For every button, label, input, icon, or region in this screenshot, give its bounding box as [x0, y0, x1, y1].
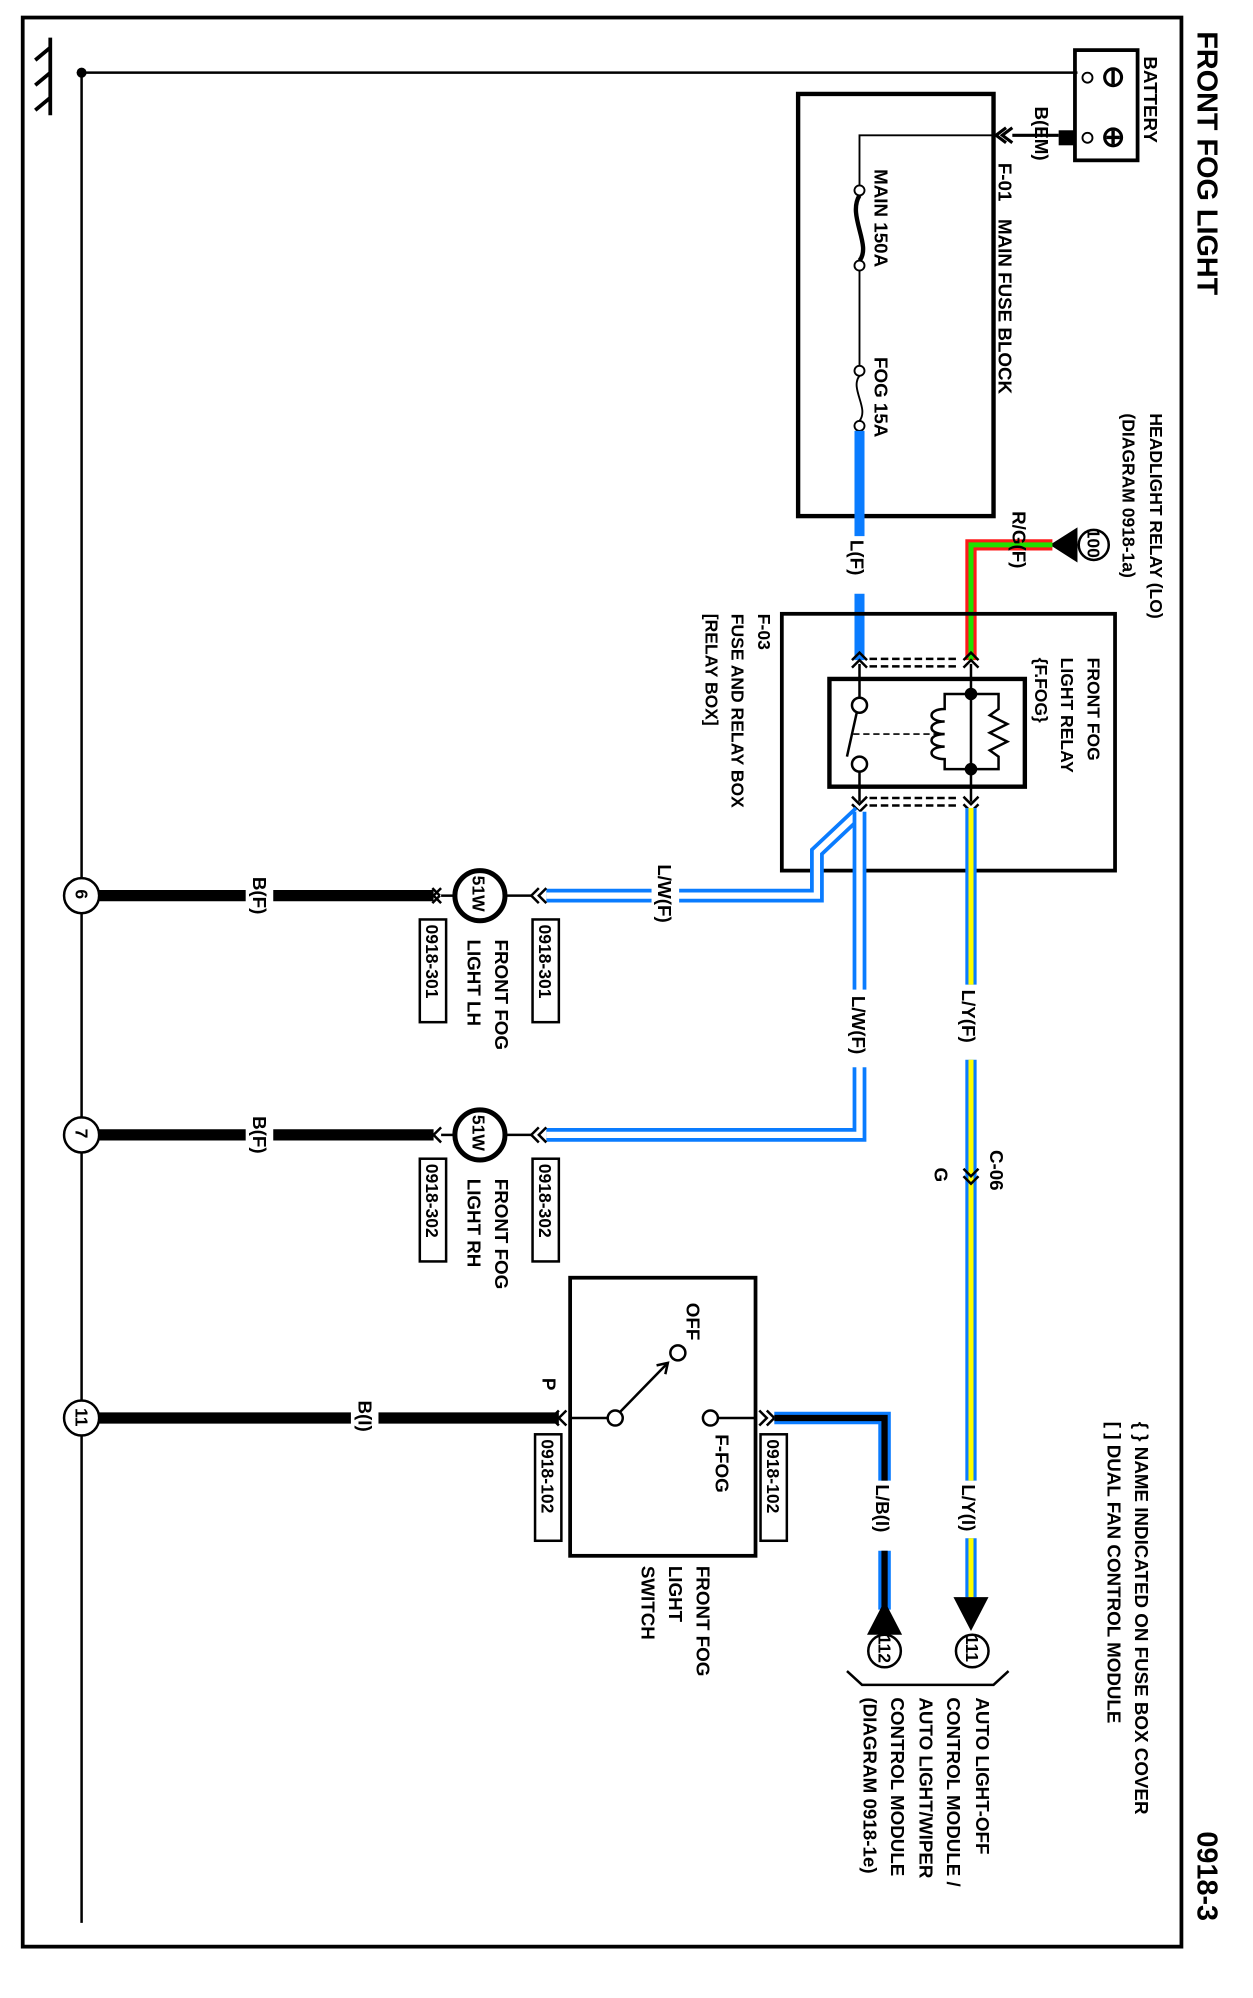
module-label-4: CONTROL MODULE: [887, 1697, 908, 1876]
ground-circle-7: [62, 1116, 101, 1154]
wire-label-bf1: B(F): [249, 877, 270, 915]
lamp-lh-label-2: LIGHT LH: [463, 939, 484, 1026]
fuse-fog-label: FOG 15A: [871, 357, 892, 438]
ground-circle-6: [62, 876, 101, 915]
wire-r-g-f: [965, 539, 1053, 661]
ground-ref-6: 6: [71, 889, 91, 899]
switch-conn-a: 0918-102: [537, 1439, 557, 1513]
ref-100: 100: [1083, 529, 1103, 558]
wire-l-w-rh: [546, 811, 867, 1142]
note-brackets: [ ] DUAL FAN CONTROL MODULE: [1104, 1422, 1125, 1724]
ground-circle-11: [62, 1399, 101, 1437]
switch-ffog-label: F-FOG: [711, 1434, 732, 1492]
relay-label-2: LIGHT RELAY: [1057, 658, 1077, 773]
ref-circle-100: [1077, 528, 1111, 562]
ref-112: 112: [874, 1635, 894, 1664]
wire-label-bem: B(EM): [1031, 106, 1052, 160]
switch-off-label: OFF: [683, 1303, 704, 1341]
arrow-up-icon: [867, 1600, 903, 1635]
relay-box-label-1: F-03: [754, 614, 774, 650]
switch-conn-b: 0918-102: [763, 1439, 783, 1513]
junction-dot: [76, 67, 87, 78]
connector-c06: [962, 1167, 980, 1186]
ground-icon: [34, 37, 53, 116]
relay-label-3: {F.FOG}: [1031, 658, 1051, 723]
wire-label-lyf: L/Y(F): [958, 990, 979, 1043]
wire-label-rg: R/G(F): [1008, 511, 1029, 568]
arrow-out-icon: [953, 1597, 989, 1631]
main-fuse-block-label: F-01MAIN FUSE BLOCK: [995, 163, 1016, 395]
module-label-1: AUTO LIGHT-OFF: [972, 1697, 993, 1854]
wire-label-lw1: L/W(F): [654, 864, 675, 922]
lamp-rh-label-1: FRONT FOG: [491, 1179, 512, 1290]
fuse-feed-wire: [858, 134, 997, 186]
module-label-3: AUTO LIGHT/WIPER: [916, 1697, 937, 1878]
lamp-rh-label-2: LIGHT RH: [463, 1179, 484, 1268]
switch-label-2: LIGHT: [665, 1566, 686, 1623]
pin-label-p: P: [539, 1378, 560, 1391]
ref-circle-111: [954, 1633, 990, 1669]
wire-label-lw2: L/W(F): [848, 996, 869, 1054]
headlight-relay-label: HEADLIGHT RELAY (LO): [1146, 413, 1166, 618]
battery-label: BATTERY: [1140, 56, 1161, 143]
fuse-relay-box: [779, 611, 1117, 873]
connector-switch-p: [549, 1409, 777, 1427]
lamp-lh-label-1: FRONT FOG: [491, 939, 512, 1050]
wire-label-lyi: L/Y(I): [958, 1484, 979, 1531]
connector-label-g: G: [931, 1167, 952, 1182]
lamp-lh-conn-b: 0918-301: [422, 924, 442, 998]
wire-label-lf: L(F): [847, 540, 868, 575]
fuse-main-150a-icon: [853, 184, 866, 366]
label-gap: [845, 989, 874, 1068]
frame: [20, 15, 1184, 1949]
relay-label-1: FRONT FOG: [1083, 658, 1103, 761]
lamp-lh-watt: 51W: [468, 876, 488, 912]
fog-relay: [827, 676, 1028, 789]
connector-label-c06: C-06: [986, 1150, 1007, 1191]
wire-label-lbi: L/B(I): [872, 1484, 893, 1532]
fuse-fog-15a-icon: [853, 364, 866, 432]
module-bracket: [846, 1670, 1010, 1687]
ref-circle-112: [867, 1633, 903, 1669]
lamp-rh-watt: 51W: [468, 1115, 488, 1151]
battery-neg-icon: ⊖: [1097, 65, 1129, 89]
lamp-rh-conn-a: 0918-302: [535, 1164, 555, 1238]
battery: ⊖ ⊕: [1058, 48, 1140, 163]
label-gap: [651, 861, 680, 937]
wire-l-b: [774, 1411, 891, 1610]
ground-ref-11: 11: [71, 1408, 91, 1427]
main-fuse-block: [795, 91, 996, 519]
ground-ref-7: 7: [71, 1129, 91, 1139]
headlight-relay-diagram: (DIAGRAM 0918-1a): [1119, 413, 1139, 578]
battery-pos-icon: ⊕: [1097, 125, 1129, 149]
relay-switch-icon: [845, 663, 940, 802]
fuse-main-label: MAIN 150A: [871, 169, 892, 267]
arrow-in-icon: [1049, 527, 1078, 563]
relay-box-label-3: [RELAY BOX]: [701, 614, 721, 726]
title: FRONT FOG LIGHT: [1191, 31, 1223, 295]
switch-label-1: FRONT FOG: [693, 1566, 714, 1677]
ref-111: 111: [962, 1635, 982, 1663]
lamp-lh-conn-a: 0918-301: [535, 924, 555, 998]
wire-label-bf2: B(F): [249, 1116, 270, 1154]
relay-coil-icon: [930, 663, 1011, 802]
module-label-5: (DIAGRAM 0918-1e): [859, 1697, 880, 1873]
note-braces: { } NAME INDICATED ON FUSE BOX COVER: [1131, 1422, 1152, 1815]
lamp-rh-conn-b: 0918-302: [422, 1164, 442, 1238]
page-code: 0918-3: [1191, 1831, 1223, 1921]
switch-label-3: SWITCH: [638, 1566, 659, 1640]
module-label-2: CONTROL MODULE /: [943, 1697, 964, 1887]
switch-contacts-icon: [570, 1344, 756, 1427]
relay-box-label-2: FUSE AND RELAY BOX: [728, 614, 748, 808]
wire-l-w-lh: [546, 806, 865, 903]
wire-label-bi: B(I): [354, 1400, 375, 1431]
